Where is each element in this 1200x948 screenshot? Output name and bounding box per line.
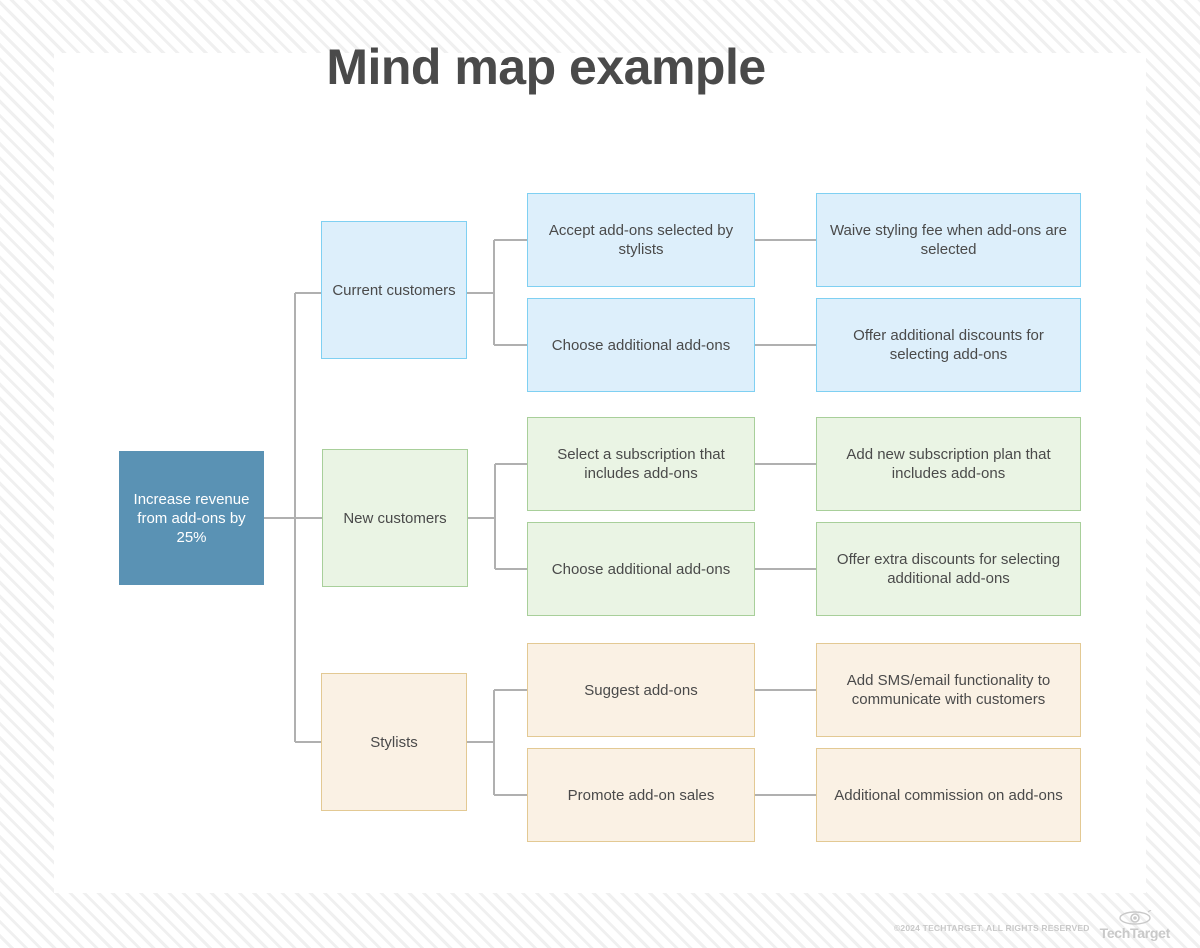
node-current-customers-child-2[interactable]: Choose additional add-ons (527, 298, 755, 392)
node-root[interactable]: Increase revenue from add-ons by 25% (119, 451, 264, 585)
logo-wordmark: TechTarget (1099, 925, 1171, 941)
node-current-customers-child-1[interactable]: Accept add-ons selected by stylists (527, 193, 755, 287)
node-current-customers-leaf-2[interactable]: Offer additional discounts for selecting… (816, 298, 1081, 392)
node-new-customers-leaf-2[interactable]: Offer extra discounts for selecting addi… (816, 522, 1081, 616)
node-stylists-child-1[interactable]: Suggest add-ons (527, 643, 755, 737)
node-branch-current-customers[interactable]: Current customers (321, 221, 467, 359)
node-branch-stylists[interactable]: Stylists (321, 673, 467, 811)
node-stylists-leaf-1[interactable]: Add SMS/email functionality to communica… (816, 643, 1081, 737)
node-current-customers-leaf-1[interactable]: Waive styling fee when add-ons are selec… (816, 193, 1081, 287)
node-new-customers-child-1[interactable]: Select a subscription that includes add-… (527, 417, 755, 511)
footer: ©2024 TECHTARGET. ALL RIGHTS RESERVED Te… (0, 893, 1200, 948)
page-title: Mind map example (326, 39, 766, 95)
techtarget-logo: TechTarget (1100, 910, 1170, 941)
eye-icon (1119, 910, 1152, 925)
node-stylists-leaf-2[interactable]: Additional commission on add-ons (816, 748, 1081, 842)
node-new-customers-leaf-1[interactable]: Add new subscription plan that includes … (816, 417, 1081, 511)
node-stylists-child-2[interactable]: Promote add-on sales (527, 748, 755, 842)
copyright-text: ©2024 TECHTARGET. ALL RIGHTS RESERVED (893, 922, 1090, 933)
node-new-customers-child-2[interactable]: Choose additional add-ons (527, 522, 755, 616)
node-branch-new-customers[interactable]: New customers (322, 449, 468, 587)
